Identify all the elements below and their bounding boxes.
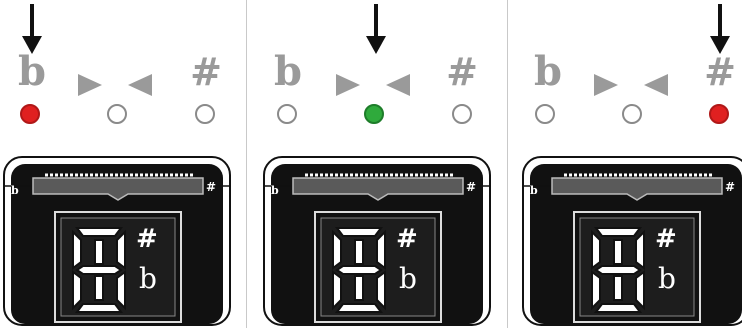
led-center	[364, 104, 384, 124]
sharp-symbol: #	[190, 50, 222, 94]
meter-sharp-label: #	[466, 180, 477, 194]
tuner-device: b # # b	[3, 156, 233, 330]
display-sharp-label: #	[136, 224, 158, 254]
panel-divider	[246, 0, 247, 328]
right-triangle-icon	[78, 74, 102, 96]
led-flat	[20, 104, 40, 124]
led-flat	[277, 104, 297, 124]
right-triangle-icon	[336, 74, 360, 96]
right-triangle-icon	[594, 74, 618, 96]
sharp-symbol: #	[446, 50, 478, 94]
left-triangle-icon	[128, 74, 152, 96]
meter-flat-label: b	[271, 184, 279, 197]
tuner-device-body	[522, 156, 742, 326]
flat-symbol: b	[534, 48, 562, 95]
meter-flat-label: b	[11, 184, 19, 197]
left-triangle-icon	[386, 74, 410, 96]
meter-flat-label: b	[530, 184, 538, 197]
led-center	[107, 104, 127, 124]
tuner-device: b # # b	[263, 156, 493, 330]
panel-divider	[507, 0, 508, 328]
pointer-arrow-icon	[366, 4, 386, 54]
flat-symbol: b	[18, 48, 46, 95]
pointer-arrow-icon	[22, 4, 42, 54]
tuner-device: b # # b	[522, 156, 742, 330]
led-sharp	[195, 104, 215, 124]
flat-symbol: b	[274, 48, 302, 95]
meter-sharp-label: #	[206, 180, 217, 194]
led-sharp	[709, 104, 729, 124]
tuner-device-body	[3, 156, 231, 326]
led-center	[622, 104, 642, 124]
led-flat	[535, 104, 555, 124]
display-sharp-label: #	[655, 224, 677, 254]
display-flat-label: b	[658, 262, 676, 295]
left-triangle-icon	[644, 74, 668, 96]
pointer-arrow-icon	[710, 4, 730, 54]
display-sharp-label: #	[396, 224, 418, 254]
led-sharp	[452, 104, 472, 124]
tuner-device-body	[263, 156, 491, 326]
display-flat-label: b	[139, 262, 157, 295]
display-flat-label: b	[399, 262, 417, 295]
meter-sharp-label: #	[725, 180, 736, 194]
sharp-symbol: #	[704, 50, 736, 94]
